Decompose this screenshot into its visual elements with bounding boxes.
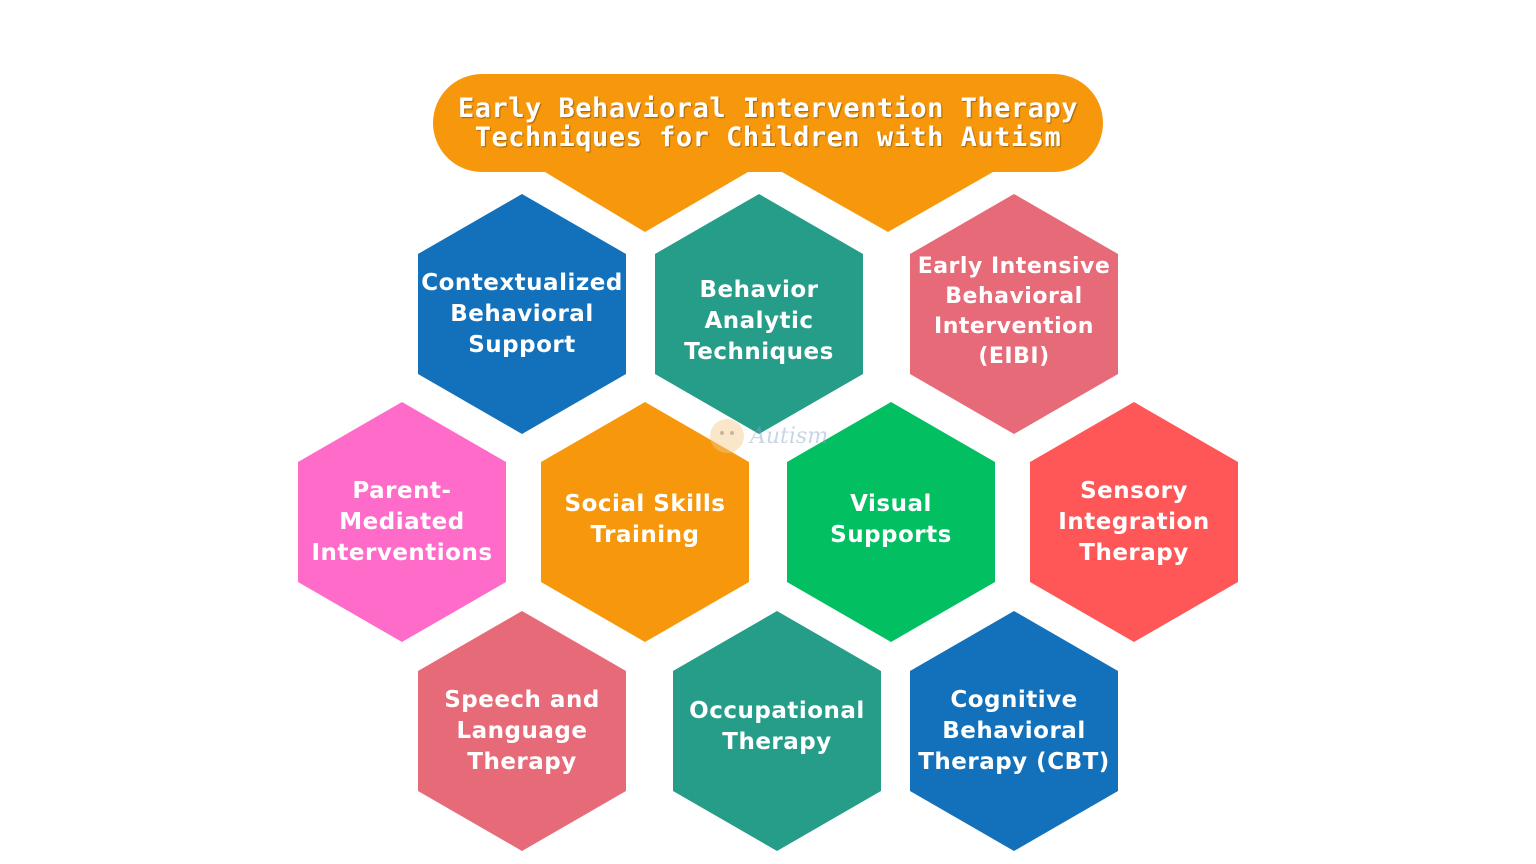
hex-label: Behavior Analytic Techniques bbox=[684, 276, 834, 365]
hex-label: Contextualized Behavioral Support bbox=[421, 269, 623, 358]
watermark-logo: Autism bbox=[710, 416, 840, 456]
hex-visual-supports: Visual Supports bbox=[787, 402, 995, 642]
title: Early Behavioral Intervention Therapy Te… bbox=[433, 74, 1103, 172]
hex-label: Speech and Language Therapy bbox=[444, 686, 600, 775]
hex-label: Social Skills Training bbox=[564, 491, 726, 548]
hex-label: Cognitive Behavioral Therapy (CBT) bbox=[918, 686, 1110, 775]
smiley-icon bbox=[710, 419, 744, 453]
watermark-text: Autism bbox=[750, 423, 829, 449]
hex-label: Occupational Therapy bbox=[689, 698, 865, 755]
hex-label: Visual Supports bbox=[830, 491, 952, 548]
hex-label: Sensory Integration Therapy bbox=[1058, 477, 1210, 566]
title-line-2: Techniques for Children with Autism bbox=[474, 122, 1062, 153]
hex-label: Early Intensive Behavioral Intervention … bbox=[917, 254, 1111, 369]
hex-occupational: Occupational Therapy bbox=[673, 611, 881, 851]
title-line-1: Early Behavioral Intervention Therapy bbox=[458, 93, 1078, 124]
hex-social-skills: Social Skills Training bbox=[541, 402, 749, 642]
hex-label: Parent- Mediated Interventions bbox=[311, 477, 493, 566]
hex-behavior-analytic: Behavior Analytic Techniques bbox=[655, 194, 863, 434]
title-banner bbox=[433, 74, 1103, 232]
